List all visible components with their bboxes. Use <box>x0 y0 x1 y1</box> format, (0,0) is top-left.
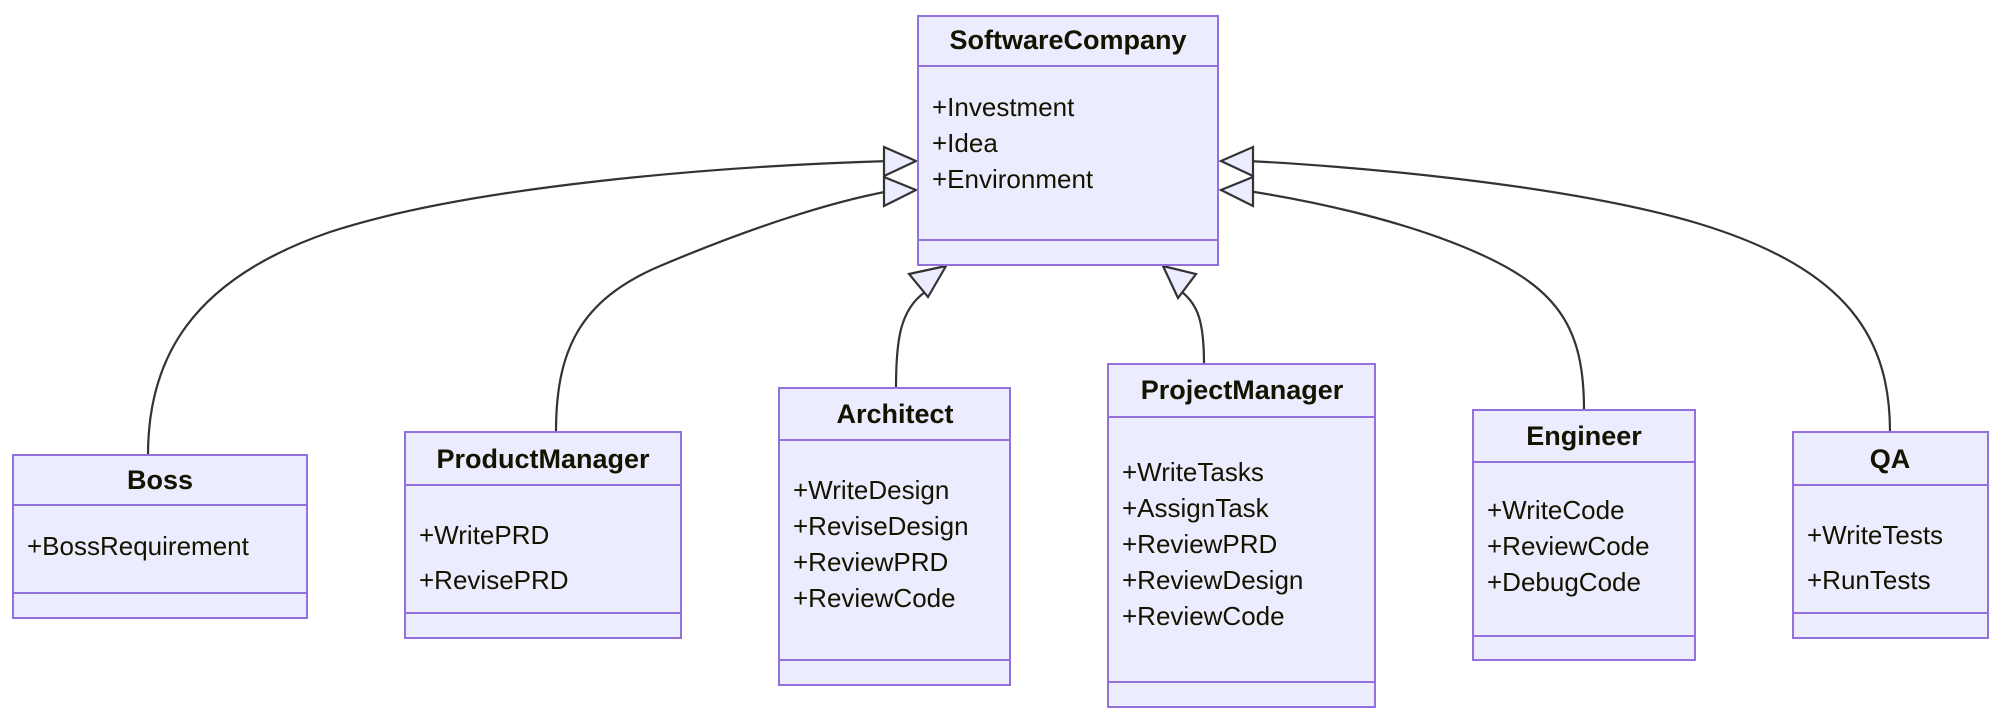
class-attribute: +WriteTests <box>1807 520 1943 550</box>
class-title-qa: QA <box>1870 444 1911 474</box>
class-node-architect[interactable]: Architect +WriteDesign +ReviseDesign +Re… <box>778 387 1011 686</box>
edge-line-projectmanager <box>1181 291 1206 365</box>
class-attribute: +DebugCode <box>1487 567 1641 597</box>
edge-line-qa <box>1247 159 1892 433</box>
edge-line-architect <box>894 291 926 389</box>
class-box[interactable] <box>917 15 1219 266</box>
edge-line-productmanager <box>554 189 891 433</box>
class-title-boss: Boss <box>127 465 193 495</box>
edge-architect-to-softwarecompany <box>894 264 949 389</box>
inheritance-arrow-icon <box>907 264 949 299</box>
class-attribute: +ReviewCode <box>793 583 956 613</box>
class-box[interactable] <box>778 387 1011 686</box>
inheritance-arrow-icon <box>1218 145 1255 178</box>
edge-productmanager-to-softwarecompany <box>554 175 919 433</box>
class-attribute: +ReviseDesign <box>793 511 969 541</box>
edge-line-engineer <box>1247 189 1586 411</box>
class-node-engineer[interactable]: Engineer +WriteCode +ReviewCode +DebugCo… <box>1472 409 1696 661</box>
class-node-boss[interactable]: Boss +BossRequirement <box>12 454 308 619</box>
inheritance-arrow-icon <box>1218 175 1255 208</box>
class-attribute: +ReviewPRD <box>1122 529 1277 559</box>
edge-engineer-to-softwarecompany <box>1218 175 1586 411</box>
class-attribute: +ReviewCode <box>1487 531 1650 561</box>
class-attribute: +WriteDesign <box>793 475 949 505</box>
class-box[interactable] <box>1107 363 1376 708</box>
inheritance-arrow-icon <box>882 175 919 208</box>
class-attribute: +BossRequirement <box>27 531 250 561</box>
class-attribute: +WriteCode <box>1487 495 1625 525</box>
class-attribute: +Investment <box>932 92 1075 122</box>
class-attribute: +AssignTask <box>1122 493 1270 523</box>
class-box[interactable] <box>12 454 308 619</box>
edge-qa-to-softwarecompany <box>1218 145 1892 433</box>
class-attribute: +WriteTasks <box>1122 457 1264 487</box>
class-box[interactable] <box>1472 409 1696 661</box>
inheritance-arrow-icon <box>1161 264 1198 301</box>
edge-boss-to-softwarecompany <box>146 145 919 456</box>
edge-group <box>146 145 1892 456</box>
class-attribute: +ReviewPRD <box>793 547 948 577</box>
edge-projectmanager-to-softwarecompany <box>1161 264 1206 365</box>
class-title-productmanager: ProductManager <box>436 444 650 474</box>
class-node-projectmanager[interactable]: ProjectManager +WriteTasks +AssignTask +… <box>1107 363 1376 708</box>
class-node-productmanager[interactable]: ProductManager +WritePRD +RevisePRD <box>404 431 682 639</box>
class-node-softwarecompany[interactable]: SoftwareCompany +Investment +Idea +Envir… <box>917 15 1219 266</box>
class-title-projectmanager: ProjectManager <box>1141 375 1344 405</box>
class-attribute: +ReviewCode <box>1122 601 1285 631</box>
class-attribute: +ReviewDesign <box>1122 565 1303 595</box>
inheritance-arrow-icon <box>882 145 919 178</box>
class-attribute: +RunTests <box>1807 565 1931 595</box>
class-title-engineer: Engineer <box>1526 421 1642 451</box>
class-attribute: +Environment <box>932 164 1094 194</box>
class-box[interactable] <box>1792 431 1989 639</box>
class-node-qa[interactable]: QA +WriteTests +RunTests <box>1792 431 1989 639</box>
class-attribute: +WritePRD <box>419 520 549 550</box>
class-title-architect: Architect <box>836 399 953 429</box>
edge-line-boss <box>146 159 891 456</box>
class-attribute: +RevisePRD <box>419 565 569 595</box>
class-attribute: +Idea <box>932 128 998 158</box>
class-title-softwarecompany: SoftwareCompany <box>949 25 1186 55</box>
class-box[interactable] <box>404 431 682 639</box>
